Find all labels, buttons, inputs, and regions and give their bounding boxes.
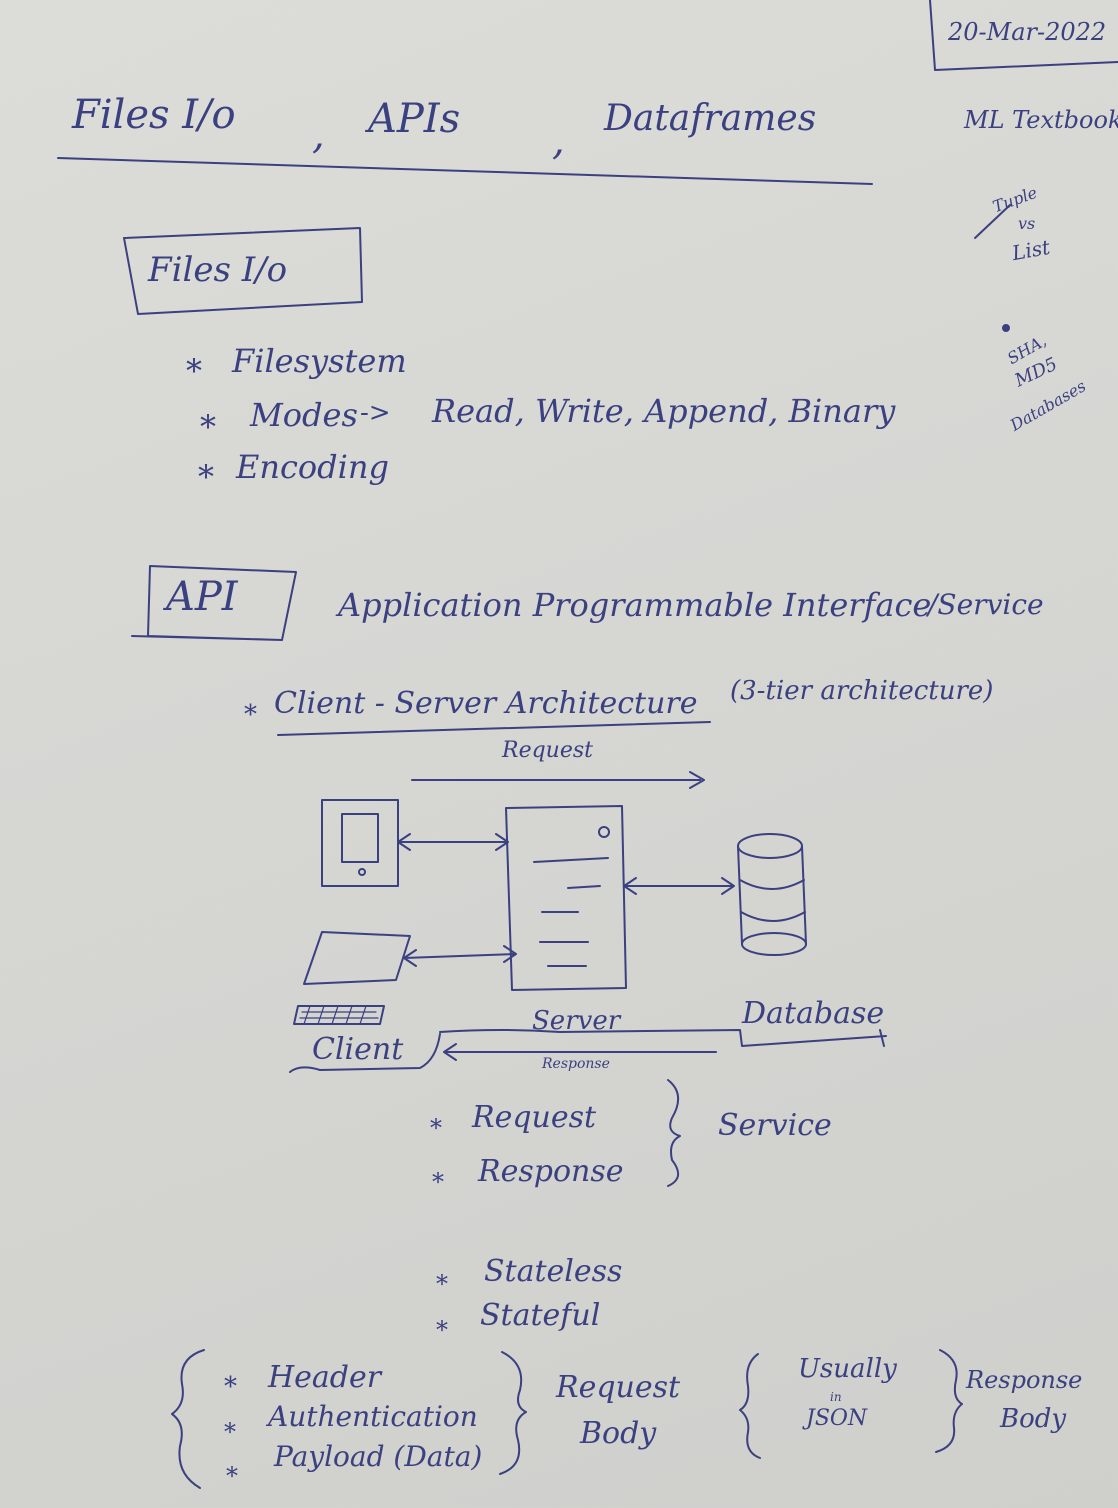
api-service: /Service bbox=[928, 588, 1044, 621]
service-item-request: Request bbox=[472, 1100, 597, 1135]
request-label: Request bbox=[502, 738, 593, 763]
architecture-underline bbox=[277, 721, 711, 736]
title-apis: APIs bbox=[368, 96, 461, 142]
architecture-star: * bbox=[244, 700, 257, 730]
respbody-json: JSON bbox=[806, 1406, 868, 1431]
files-bullet-modes: Modes bbox=[250, 396, 358, 434]
api-heading-box bbox=[131, 565, 297, 641]
files-heading-box bbox=[123, 227, 363, 315]
laptop-icon bbox=[293, 931, 411, 1025]
title-dataframes: Dataframes bbox=[604, 98, 817, 139]
files-bullet-3-star: * bbox=[198, 458, 214, 496]
reqbody-item-header: Header bbox=[268, 1360, 382, 1395]
files-heading: Files I/o bbox=[148, 250, 288, 290]
respbody-label-body: Body bbox=[1000, 1404, 1067, 1434]
state-stateless: Stateless bbox=[484, 1254, 623, 1289]
respbody-label-response: Response bbox=[966, 1366, 1083, 1394]
tuple-arrow bbox=[974, 204, 1011, 239]
response-body-right-brace bbox=[935, 1349, 963, 1453]
state-1-star: * bbox=[436, 1270, 448, 1298]
title-sep-1: , bbox=[312, 112, 325, 158]
reqbody-item-1-star: * bbox=[224, 1372, 237, 1402]
database-label: Database bbox=[742, 996, 885, 1031]
api-heading: API bbox=[166, 574, 238, 620]
laptop-server-arrow bbox=[403, 945, 517, 967]
reqbody-item-2-star: * bbox=[224, 1418, 236, 1446]
files-bullet-filesystem: Filesystem bbox=[232, 342, 407, 380]
response-arrow bbox=[443, 1043, 717, 1061]
state-2-star: * bbox=[436, 1316, 448, 1344]
date-label: 20-Mar-2022 bbox=[948, 18, 1107, 46]
reqbody-item-3-star: * bbox=[226, 1462, 238, 1490]
title-underline bbox=[57, 157, 873, 185]
modes-arrow: -> bbox=[360, 398, 391, 428]
server-icon bbox=[505, 805, 627, 991]
service-item-1-star: * bbox=[430, 1114, 442, 1142]
service-brace bbox=[667, 1079, 681, 1187]
request-body-left-brace bbox=[171, 1349, 205, 1489]
date-box bbox=[929, 0, 1118, 71]
service-item-response: Response bbox=[478, 1154, 624, 1189]
files-bullet-2-star: * bbox=[200, 408, 216, 446]
json-left-brace bbox=[739, 1353, 761, 1459]
modes-list: Read, Write, Append, Binary bbox=[432, 392, 896, 430]
tablet-icon bbox=[321, 799, 399, 887]
database-brace bbox=[439, 1029, 887, 1047]
respbody-usually: Usually bbox=[798, 1354, 897, 1384]
client-label: Client bbox=[312, 1032, 404, 1067]
response-label: Response bbox=[542, 1056, 610, 1072]
architecture-title: Client - Server Architecture bbox=[274, 686, 698, 721]
reqbody-label-request: Request bbox=[556, 1370, 681, 1405]
reqbody-item-authentication: Authentication bbox=[268, 1400, 478, 1433]
service-item-2-star: * bbox=[432, 1168, 444, 1196]
server-label: Server bbox=[532, 1006, 621, 1036]
tablet-server-arrow bbox=[397, 833, 509, 851]
respbody-in: in bbox=[830, 1390, 842, 1404]
database-icon bbox=[737, 833, 807, 956]
client-brace bbox=[289, 1033, 441, 1073]
api-expansion: Application Programmable Interface bbox=[338, 586, 932, 624]
title-sep-2: , bbox=[552, 118, 565, 164]
files-bullet-1-star: * bbox=[186, 352, 202, 390]
state-stateful: Stateful bbox=[480, 1298, 601, 1333]
reqbody-label-body: Body bbox=[580, 1416, 657, 1451]
margin-vs: vs bbox=[1018, 214, 1036, 233]
request-arrow bbox=[411, 771, 705, 789]
service-label: Service bbox=[718, 1108, 832, 1143]
reqbody-item-payload: Payload (Data) bbox=[274, 1440, 483, 1473]
title-files-io: Files I/o bbox=[72, 92, 236, 138]
margin-ml-textbook: ML Textbook bbox=[964, 106, 1118, 134]
request-body-right-brace bbox=[499, 1351, 527, 1475]
architecture-note: (3-tier architecture) bbox=[730, 676, 994, 706]
files-bullet-encoding: Encoding bbox=[236, 448, 389, 486]
server-database-arrow bbox=[623, 877, 735, 895]
